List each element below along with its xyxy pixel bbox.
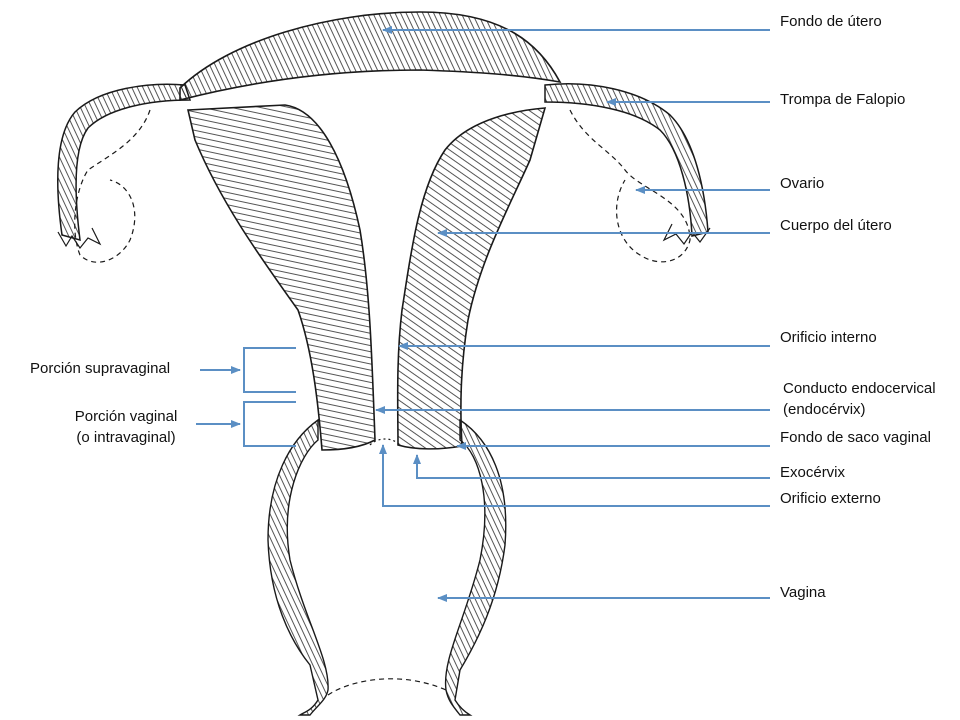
left-ovary: [74, 109, 151, 263]
vaginal-opening: [327, 678, 447, 696]
label-ovario: Ovario: [780, 175, 825, 192]
label-endocervix: (endocérvix): [783, 401, 866, 418]
uterine-fundus: [179, 11, 562, 102]
label-trompa-falopio: Trompa de Falopio: [780, 91, 906, 108]
label-orificio-externo: Orificio externo: [780, 490, 881, 507]
label-porcion-vaginal: Porción vaginal: [74, 408, 178, 425]
label-orificio-interno: Orificio interno: [780, 329, 877, 346]
arrow-orificio-externo: [379, 444, 770, 507]
left-fallopian-tube: [57, 83, 192, 242]
supravaginal-bracket: [243, 347, 296, 393]
label-fondo-utero: Fondo de útero: [780, 13, 882, 30]
arrow-exocervix: [413, 454, 770, 479]
label-intravaginal: (o intravaginal): [76, 429, 176, 446]
label-porcion-supravaginal: Porción supravaginal: [30, 360, 171, 377]
label-vagina: Vagina: [780, 584, 826, 601]
leader-arrows: [196, 26, 770, 602]
left-fimbriae: [57, 227, 102, 250]
right-fallopian-tube: [544, 83, 709, 237]
right-fimbriae: [662, 223, 711, 246]
vaginal-wall-right: [444, 418, 507, 716]
label-fondo-saco: Fondo de saco vaginal: [780, 429, 931, 446]
external-os: [369, 438, 401, 446]
left-uterine-wall: [187, 104, 376, 451]
label-exocervix: Exocérvix: [780, 464, 846, 481]
right-ovary: [569, 109, 691, 263]
vaginal-wall-left: [267, 418, 329, 716]
right-uterine-wall: [396, 107, 547, 450]
vaginal-bracket: [243, 401, 296, 447]
label-cuerpo-utero: Cuerpo del útero: [780, 217, 892, 234]
label-conducto-endocervical: Conducto endocervical: [783, 380, 936, 397]
